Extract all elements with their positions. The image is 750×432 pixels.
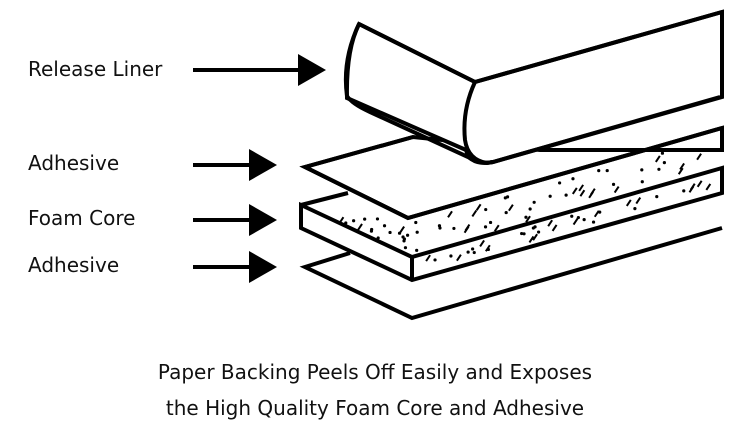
speckle-dash [705,183,712,191]
speckle-dash [593,210,600,218]
speckle-dot [536,230,541,234]
speckle-dot [570,214,574,218]
speckle-dash [547,219,553,227]
speckle-dot [682,189,686,193]
speckle-dot [640,180,644,184]
speckle-dash [475,203,482,211]
speckle-dash [579,189,586,197]
speckle-dot [662,160,666,165]
speckle-dash [484,244,491,252]
speckle-dash [588,191,594,199]
speckle-dash [399,225,405,234]
foam-core-layer [299,142,724,283]
speckle-dot [657,167,661,171]
speckle-dot [484,207,488,212]
speckle-dash [696,153,702,161]
speckle-dot [402,237,407,241]
speckle-dot [655,195,659,199]
speckle-dot [483,225,488,229]
speckle-dot [528,207,532,211]
speckle-dot [633,207,637,211]
speckle-dash [447,210,453,218]
label-release-liner: Release Liner [28,57,163,81]
speckle-dot [531,226,535,230]
speckle-dot [611,182,616,186]
speckle-dash [479,239,485,248]
speckle-dot [472,250,476,255]
speckle-dash [456,254,462,262]
speckle-dot [532,200,536,204]
speckle-dot [415,230,419,234]
speckle-dot [591,220,596,224]
speckle-dot [388,230,392,235]
speckle-dot [598,210,602,214]
speckle-dash [689,183,696,191]
speckle-dot [437,224,442,228]
speckle-dot [344,221,348,225]
speckle-dash [572,218,579,226]
speckle-dot [548,194,552,198]
caption-line-1: Paper Backing Peels Off Easily and Expos… [158,360,592,384]
speckle-dash [679,162,685,171]
speckle-dot [582,218,586,222]
speckle-dot [370,227,374,232]
speckle-dot [520,231,524,236]
speckle-dot [363,217,367,221]
speckle-dot [415,248,419,252]
speckle-dot [660,151,665,155]
speckle-dot [576,215,580,220]
speckle-dash [471,209,478,218]
speckle-dot [414,220,418,225]
speckle-dot [597,169,601,173]
speckle-dash [655,155,661,163]
speckle-dot [503,196,507,200]
speckle-dot [433,258,437,262]
speckle-dash [677,167,684,175]
speckle-dash [571,187,578,195]
speckle-dash [508,204,514,212]
adhesive-bottom-layer [299,226,723,321]
label-adhesive-top: Adhesive [28,151,119,175]
speckle-dot [558,181,562,185]
speckle-dash [696,180,703,188]
speckle-dash [525,215,531,223]
caption-line-2: the High Quality Foam Core and Adhesive [166,396,584,420]
speckle-dash [625,199,632,207]
speckle-dot [605,168,609,173]
speckle-dot [640,168,644,172]
speckle-dash [532,233,538,241]
speckle-dash [528,235,535,244]
speckle-dot [564,193,568,197]
speckle-dash [425,254,431,262]
speckle-dot [375,217,380,221]
speckle-dot [504,210,508,215]
speckle-dash [463,226,470,234]
speckle-dash [613,186,620,194]
speckle-dot [522,232,526,236]
speckle-dot [376,236,380,240]
release-liner-layer [343,9,724,166]
speckle-dot [488,220,493,225]
speckle-dot [471,247,475,251]
speckle-dash [357,223,363,231]
speckle-dot [403,246,408,250]
speckle-dot [452,226,456,231]
speckle-dot [524,215,528,219]
speckle-dot [466,250,470,254]
speckle-dot [571,177,575,181]
speckle-dash [338,216,345,224]
speckle-dot [382,224,387,228]
label-adhesive-bottom: Adhesive [28,253,119,277]
speckle-dot [405,233,410,237]
label-foam-core: Foam Core [28,206,135,230]
speckle-dash [635,197,642,205]
speckle-dash [493,224,500,232]
speckle-dash [578,184,584,192]
speckle-dot [352,219,356,223]
speckle-dash [551,224,558,232]
foam-speckles [338,142,712,262]
speckle-dot [449,254,453,258]
